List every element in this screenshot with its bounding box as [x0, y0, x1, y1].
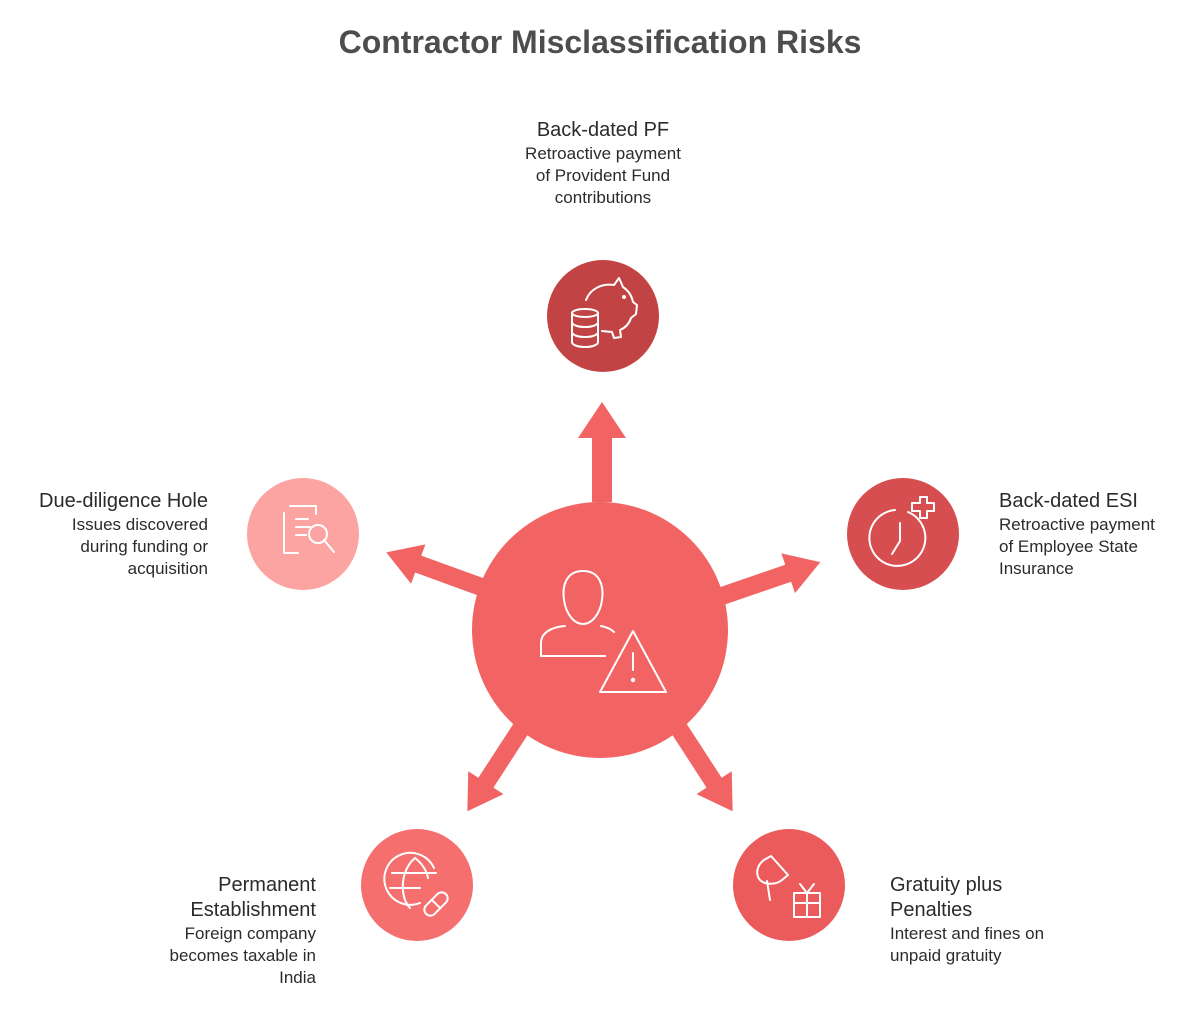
- pf-node: [547, 260, 659, 372]
- page-title: Contractor Misclassification Risks: [338, 24, 862, 60]
- pin-gift-icon: [756, 855, 821, 918]
- esi-desc-line3: Insurance: [999, 559, 1074, 578]
- esi-node: [847, 478, 959, 590]
- piggy-bank-coins-icon: [571, 277, 638, 348]
- pf-desc-line3: contributions: [554, 188, 652, 207]
- arrow-left: [386, 544, 488, 597]
- pf-label: Back-dated PF Retroactive payment of Pro…: [476, 118, 730, 209]
- due-diligence-label: Due-diligence Hole Issues discovered dur…: [10, 489, 208, 580]
- permanent-desc-line2: becomes taxable in: [169, 946, 316, 965]
- esi-desc-line2: of Employee State: [999, 537, 1138, 556]
- esi-desc-line1: Retroactive payment: [999, 515, 1155, 534]
- arrows: [386, 402, 821, 812]
- document-search-icon: [283, 505, 335, 554]
- gratuity-title-line1: Gratuity plus: [890, 874, 1003, 896]
- gratuity-label: Gratuity plus Penalties Interest and fin…: [890, 873, 1090, 967]
- permanent-node: [361, 829, 473, 941]
- permanent-desc-line3: India: [279, 968, 316, 987]
- pf-desc-line1: Retroactive payment: [525, 144, 681, 163]
- arrow-down-right: [668, 719, 733, 812]
- gratuity-desc-line1: Interest and fines on: [890, 924, 1045, 943]
- permanent-label: Permanent Establishment Foreign company …: [118, 873, 316, 989]
- arrow-up: [578, 402, 626, 502]
- permanent-title-line1: Permanent: [218, 874, 316, 896]
- gratuity-node: [733, 829, 845, 941]
- clock-plus-icon: [868, 496, 935, 567]
- arrow-right: [719, 553, 821, 605]
- due-diligence-desc-line1: Issues discovered: [71, 515, 208, 534]
- permanent-title-line2: Establishment: [190, 899, 316, 921]
- center-hub: [472, 502, 728, 758]
- globe-pill-icon: [383, 851, 449, 917]
- pf-desc-line2: of Provident Fund: [535, 166, 671, 185]
- permanent-desc-line1: Foreign company: [184, 924, 316, 943]
- esi-title: Back-dated ESI: [999, 490, 1138, 512]
- pf-title: Back-dated PF: [536, 119, 670, 141]
- due-diligence-desc-line2: during funding or: [80, 537, 208, 556]
- arrow-down-left: [467, 719, 532, 812]
- person-warning-icon: [540, 570, 667, 693]
- gratuity-desc-line2: unpaid gratuity: [890, 946, 1002, 965]
- due-diligence-title: Due-diligence Hole: [39, 490, 208, 512]
- due-diligence-desc-line3: acquisition: [127, 559, 208, 578]
- esi-label: Back-dated ESI Retroactive payment of Em…: [999, 489, 1195, 580]
- gratuity-title-line2: Penalties: [890, 899, 973, 921]
